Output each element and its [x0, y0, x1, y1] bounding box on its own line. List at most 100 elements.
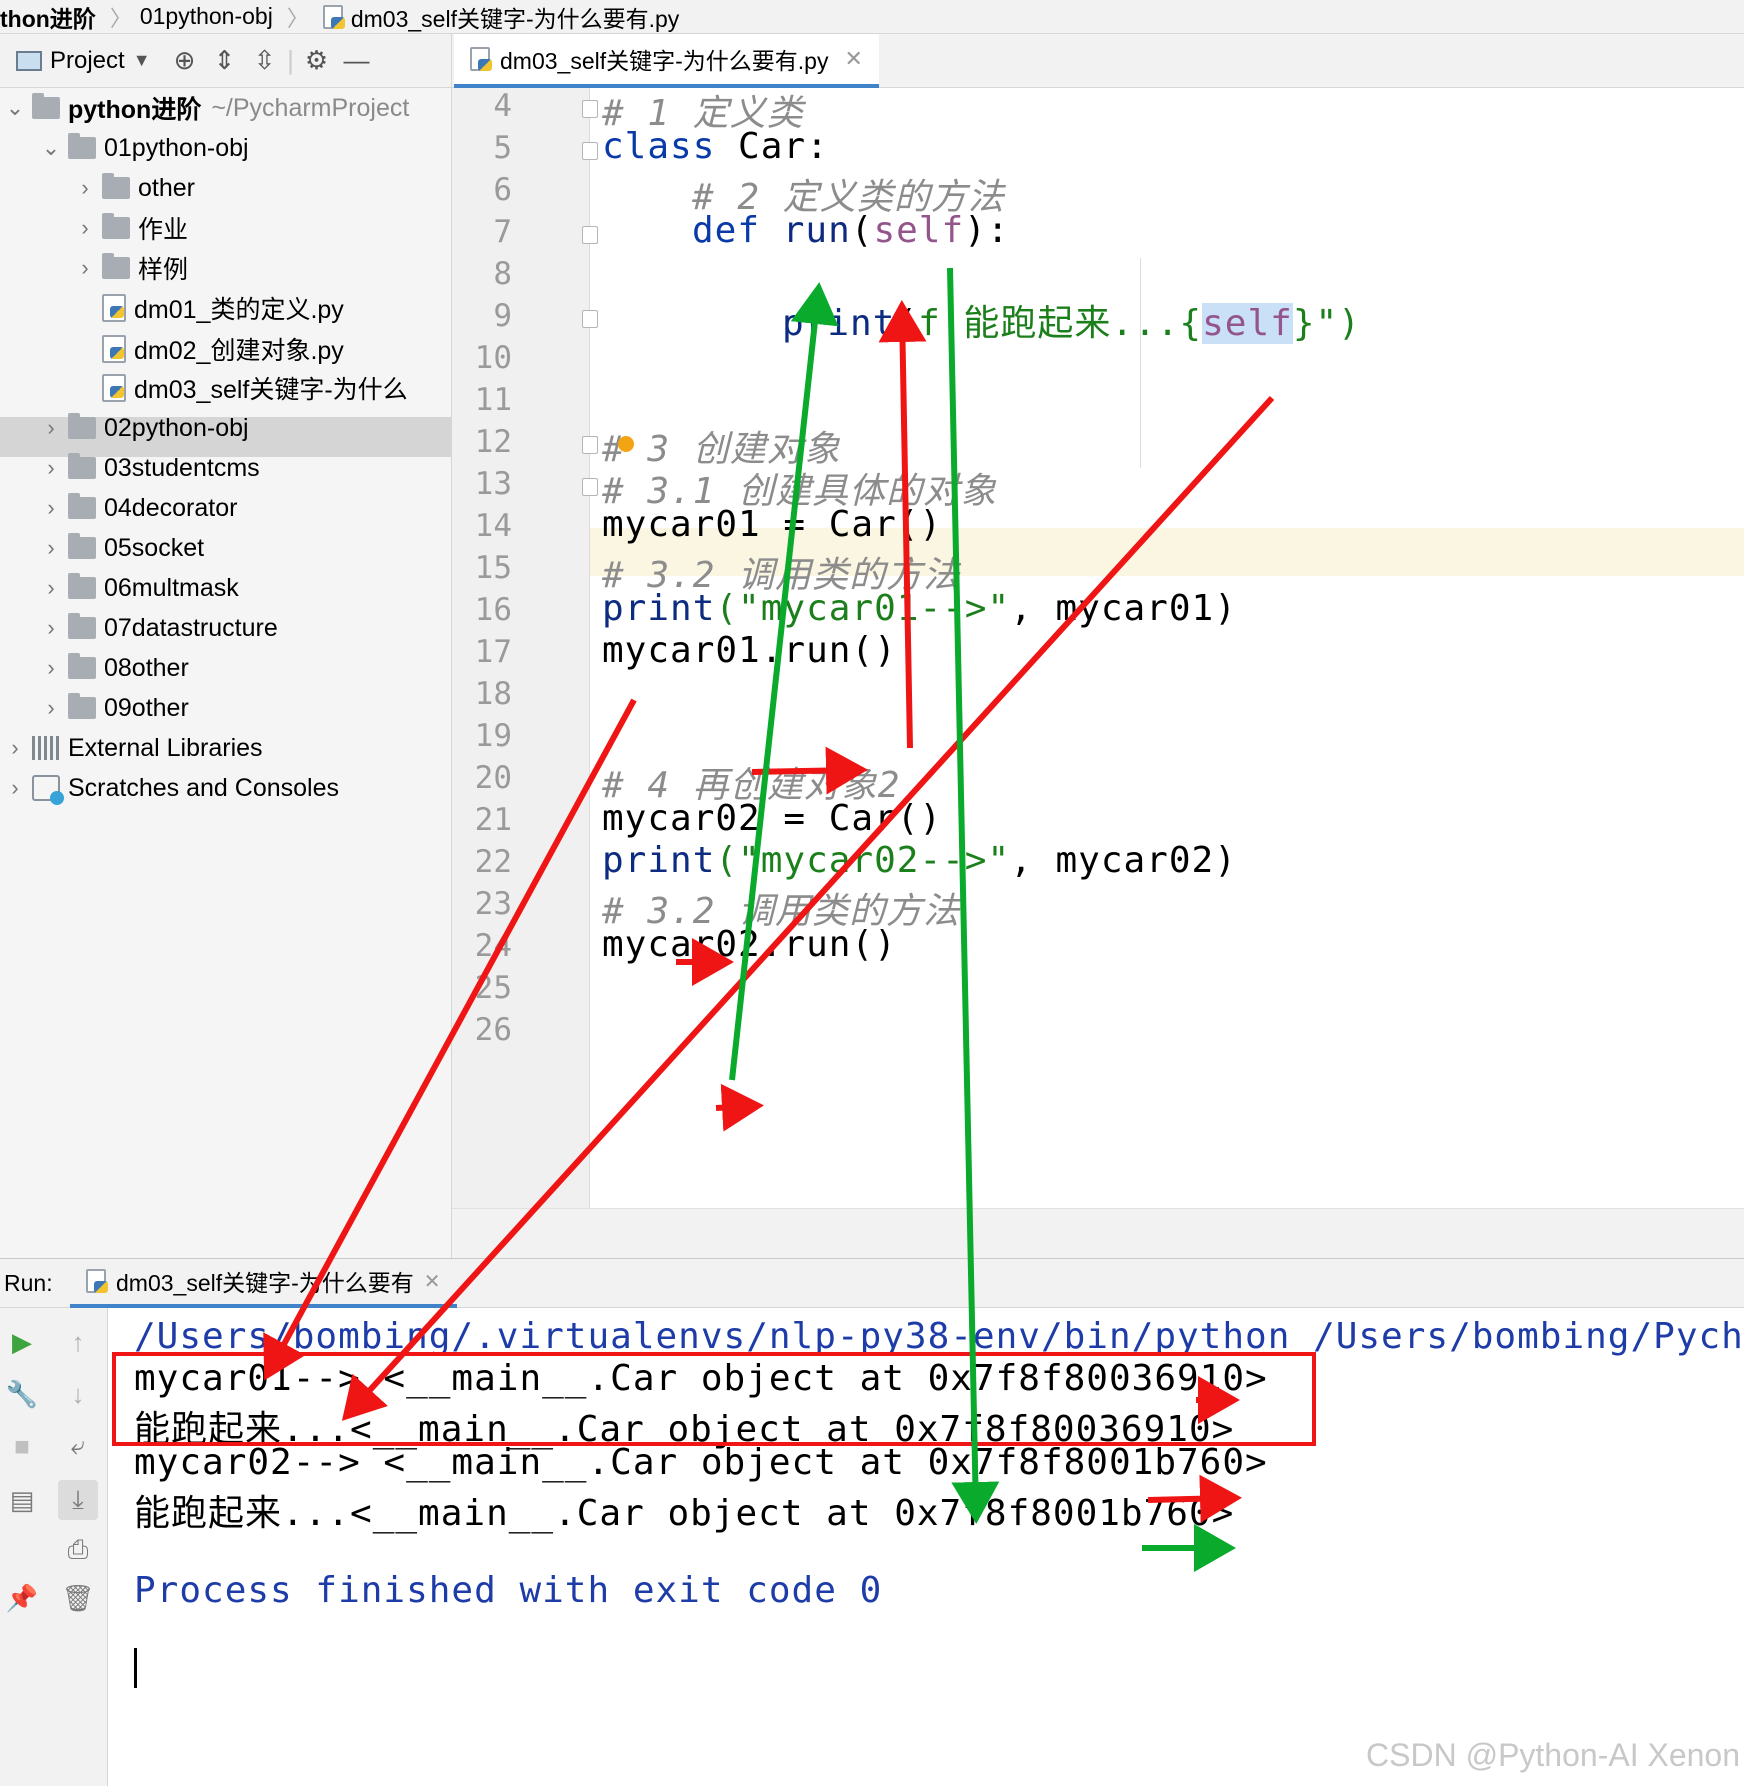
tree-item-dm01[interactable]: dm01_类的定义.py	[96, 288, 344, 328]
chevron-right-icon: 〉	[109, 5, 132, 31]
rerun-icon[interactable]: ▶	[12, 1326, 32, 1357]
chevron-right-icon[interactable]: ›	[47, 535, 55, 560]
python-file-icon	[102, 374, 126, 402]
chevron-right-icon[interactable]: ›	[47, 575, 55, 600]
wrench-icon[interactable]: 🔧	[5, 1378, 39, 1409]
tree-root-path: ~/PycharmProject	[211, 93, 410, 122]
breadcrumb-item-file[interactable]: dm03_self关键字-为什么要有.py	[350, 5, 680, 32]
code-line-24: mycar02.run()	[602, 924, 897, 965]
tree-item-label: Scratches and Consoles	[68, 773, 339, 802]
code-line-14: mycar01 = Car()	[602, 504, 943, 545]
class-decl: Car:	[715, 126, 829, 167]
tree-item-09other[interactable]: › 09other	[40, 688, 189, 728]
chevron-right-icon[interactable]: ›	[81, 215, 89, 240]
lightbulb-icon[interactable]	[618, 436, 634, 452]
tree-item-label: dm02_创建对象.py	[134, 337, 344, 365]
scroll-to-end-icon[interactable]: ⤓	[58, 1480, 98, 1520]
tree-item-dm03[interactable]: dm03_self关键字-为什么	[96, 368, 408, 408]
chevron-right-icon[interactable]: ›	[47, 495, 55, 520]
tree-item-scratches[interactable]: › Scratches and Consoles	[4, 768, 339, 808]
close-icon[interactable]: ✕	[844, 46, 863, 71]
code-line-17: mycar01.run()	[602, 630, 897, 671]
gear-icon[interactable]: ⚙	[304, 45, 329, 75]
soft-wrap-icon[interactable]: ⤶	[70, 1430, 86, 1460]
tab-dm03[interactable]: dm03_self关键字-为什么要有.py ✕	[454, 34, 879, 88]
chevron-down-icon[interactable]: ⌄	[5, 95, 25, 120]
breadcrumb-item-folder[interactable]: 01python-obj	[139, 3, 273, 29]
editor-tab-bar: dm03_self关键字-为什么要有.py ✕	[452, 34, 1744, 88]
close-icon[interactable]: ✕	[423, 1270, 441, 1293]
layout-icon[interactable]: ▤	[9, 1484, 35, 1515]
tree-item-07datastructure[interactable]: › 07datastructure	[40, 608, 278, 648]
breadcrumb-item-root[interactable]: thon进阶	[0, 5, 96, 32]
line-number: 17	[474, 634, 512, 670]
tree-item-05socket[interactable]: › 05socket	[40, 528, 204, 568]
folder-icon	[68, 613, 96, 639]
string-literal: ("mycar02-->"	[715, 840, 1011, 881]
up-arrow-icon[interactable]: ↑	[71, 1326, 85, 1357]
folder-icon	[102, 213, 130, 239]
chevron-right-icon[interactable]: ›	[47, 455, 55, 480]
down-arrow-icon[interactable]: ↓	[71, 1378, 85, 1409]
annotation-highlight-box	[112, 1352, 1316, 1446]
fold-marker[interactable]	[582, 226, 598, 244]
fold-marker[interactable]	[582, 142, 598, 160]
tree-item-06multmask[interactable]: › 06multmask	[40, 568, 239, 608]
caret-down-icon: ▼	[132, 50, 151, 70]
chevron-right-icon[interactable]: ›	[47, 615, 55, 640]
fold-marker[interactable]	[582, 478, 598, 496]
stop-icon[interactable]: ■	[14, 1430, 30, 1461]
print-icon[interactable]: ⎙	[67, 1534, 89, 1564]
tree-root[interactable]: ⌄ python进阶 ~/PycharmProject	[4, 88, 409, 128]
chevron-right-icon[interactable]: ›	[11, 775, 19, 800]
chevron-down-icon[interactable]: ⌄	[41, 135, 61, 160]
pin-icon[interactable]: 📌	[5, 1582, 39, 1613]
expand-all-icon[interactable]: ⇕	[213, 45, 236, 75]
watermark: CSDN @Python-AI Xenon	[1366, 1737, 1740, 1773]
tree-item-08other[interactable]: › 08other	[40, 648, 189, 688]
console-exit-line: Process finished with exit code 0	[134, 1570, 883, 1611]
line-number: 11	[474, 382, 512, 418]
locate-icon[interactable]: ⊕	[173, 45, 196, 75]
tree-item-label: External Libraries	[68, 733, 263, 762]
chevron-right-icon[interactable]: ›	[47, 695, 55, 720]
tree-item-label: 09other	[104, 693, 189, 722]
fold-marker[interactable]	[582, 436, 598, 454]
run-tab[interactable]: dm03_self关键字-为什么要有 ✕	[70, 1258, 457, 1308]
tree-item-04decorator[interactable]: › 04decorator	[40, 488, 237, 528]
library-icon	[32, 736, 60, 760]
line-number: 24	[474, 928, 512, 964]
python-file-icon	[86, 1269, 108, 1293]
code-editor[interactable]: 4 5 6 7 8 9 10 11 12 13 14 15 16 17 18 1…	[452, 88, 1744, 1208]
line-number: 22	[474, 844, 512, 880]
line-number: 7	[493, 214, 512, 250]
line-number: 18	[474, 676, 512, 712]
tree-item-02python-obj[interactable]: › 02python-obj	[40, 408, 249, 448]
tree-item-dm02[interactable]: dm02_创建对象.py	[96, 329, 344, 369]
chevron-right-icon[interactable]: ›	[81, 255, 89, 280]
tree-item-external-libraries[interactable]: › External Libraries	[4, 728, 263, 768]
tree-item-01python-obj[interactable]: ⌄ 01python-obj	[40, 128, 249, 168]
tree-item-label: 06multmask	[104, 573, 239, 602]
tree-item-examples[interactable]: › 样例	[74, 248, 188, 288]
collapse-all-icon[interactable]: ⇳	[253, 45, 276, 75]
chevron-right-icon[interactable]: ›	[11, 735, 19, 760]
line-number: 13	[474, 466, 512, 502]
chevron-right-icon[interactable]: ›	[47, 655, 55, 680]
run-tab-label: dm03_self关键字-为什么要有	[116, 1270, 414, 1296]
tree-item-homework[interactable]: › 作业	[74, 208, 188, 248]
tree-item-03studentcms[interactable]: › 03studentcms	[40, 448, 260, 488]
trash-icon[interactable]: 🗑	[61, 1582, 95, 1613]
line-number: 26	[474, 1012, 512, 1048]
chevron-right-icon[interactable]: ›	[81, 175, 89, 200]
chevron-right-icon[interactable]: ›	[47, 415, 55, 440]
tree-item-other[interactable]: › other	[74, 168, 195, 208]
tab-label: dm03_self关键字-为什么要有.py	[500, 48, 829, 74]
folder-icon	[102, 173, 130, 199]
keyword-def: def	[692, 210, 761, 251]
fold-marker[interactable]	[582, 310, 598, 328]
project-view-dropdown[interactable]: Project ▼	[0, 47, 151, 75]
fold-marker[interactable]	[582, 100, 598, 118]
editor-horizontal-scrollbar[interactable]	[452, 1208, 1744, 1258]
hide-icon[interactable]: —	[343, 45, 370, 75]
